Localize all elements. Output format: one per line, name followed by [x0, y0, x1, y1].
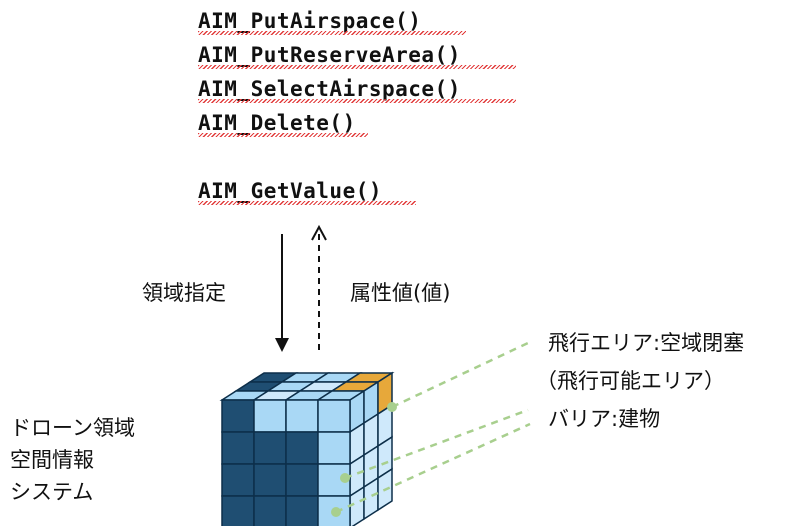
cube-front-cell [285, 399, 319, 433]
spellcheck-underline [198, 201, 416, 205]
leader-line-barrier [335, 422, 531, 514]
cube-front-cell [221, 495, 255, 526]
cube-front-cell [285, 495, 319, 526]
api-select-airspace: AIM_SelectAirspace() [198, 72, 516, 106]
api-get-value-label: AIM_GetValue() [198, 179, 383, 203]
spellcheck-underline [198, 133, 368, 137]
legend-flight-area: 飛行エリア:空域閉塞 [548, 331, 745, 355]
cube-front-cell [253, 399, 287, 433]
cube-front-cell [221, 463, 255, 497]
api-put-reserve-area: AIM_PutReserveArea() [198, 38, 516, 72]
response-arrow [311, 224, 327, 350]
system-name-line1: ドローン領域 [10, 416, 135, 440]
leader-dots [331, 402, 397, 517]
request-label: 領域指定 [142, 281, 226, 305]
api-delete-label: AIM_Delete() [198, 111, 356, 135]
response-label: 属性値(値) [350, 281, 451, 305]
spellcheck-underline [198, 65, 516, 69]
cube-front-cell [253, 431, 287, 465]
system-name-line2: 空間情報 [10, 448, 94, 472]
leader-dot-barrier [331, 507, 341, 517]
leader-line-flight-area-2 [344, 408, 529, 480]
cube-front-cell [253, 463, 287, 497]
cube-front-cell [221, 431, 255, 465]
leader-dot-flight-area [387, 402, 397, 412]
leader-lines [335, 341, 531, 514]
api-function-list: AIM_PutAirspace() AIM_PutReserveArea() A… [198, 4, 516, 208]
cube-front-cell [317, 399, 351, 433]
api-put-reserve-area-label: AIM_PutReserveArea() [198, 43, 461, 67]
cube-front-cell [317, 431, 351, 465]
legend-barrier: バリア:建物 [548, 407, 661, 431]
system-name-line3: システム [10, 480, 94, 504]
request-arrow [275, 234, 289, 352]
cube-front-cell [253, 495, 287, 526]
api-select-airspace-label: AIM_SelectAirspace() [198, 77, 461, 101]
api-put-airspace-label: AIM_PutAirspace() [198, 9, 422, 33]
voxel-cube [219, 371, 395, 526]
spellcheck-underline [198, 99, 516, 103]
cube-front-cell [285, 431, 319, 465]
cube-front-cell [285, 463, 319, 497]
api-put-airspace: AIM_PutAirspace() [198, 4, 466, 38]
leader-dot-flight-area-2 [340, 473, 350, 483]
spellcheck-underline [198, 31, 466, 35]
leader-line-flight-area [391, 341, 529, 409]
api-delete: AIM_Delete() [198, 106, 461, 140]
api-get-value: AIM_GetValue() [198, 174, 461, 208]
legend-flight-area-note: （飛行可能エリア） [536, 369, 725, 393]
cube-front-cell [221, 399, 255, 433]
